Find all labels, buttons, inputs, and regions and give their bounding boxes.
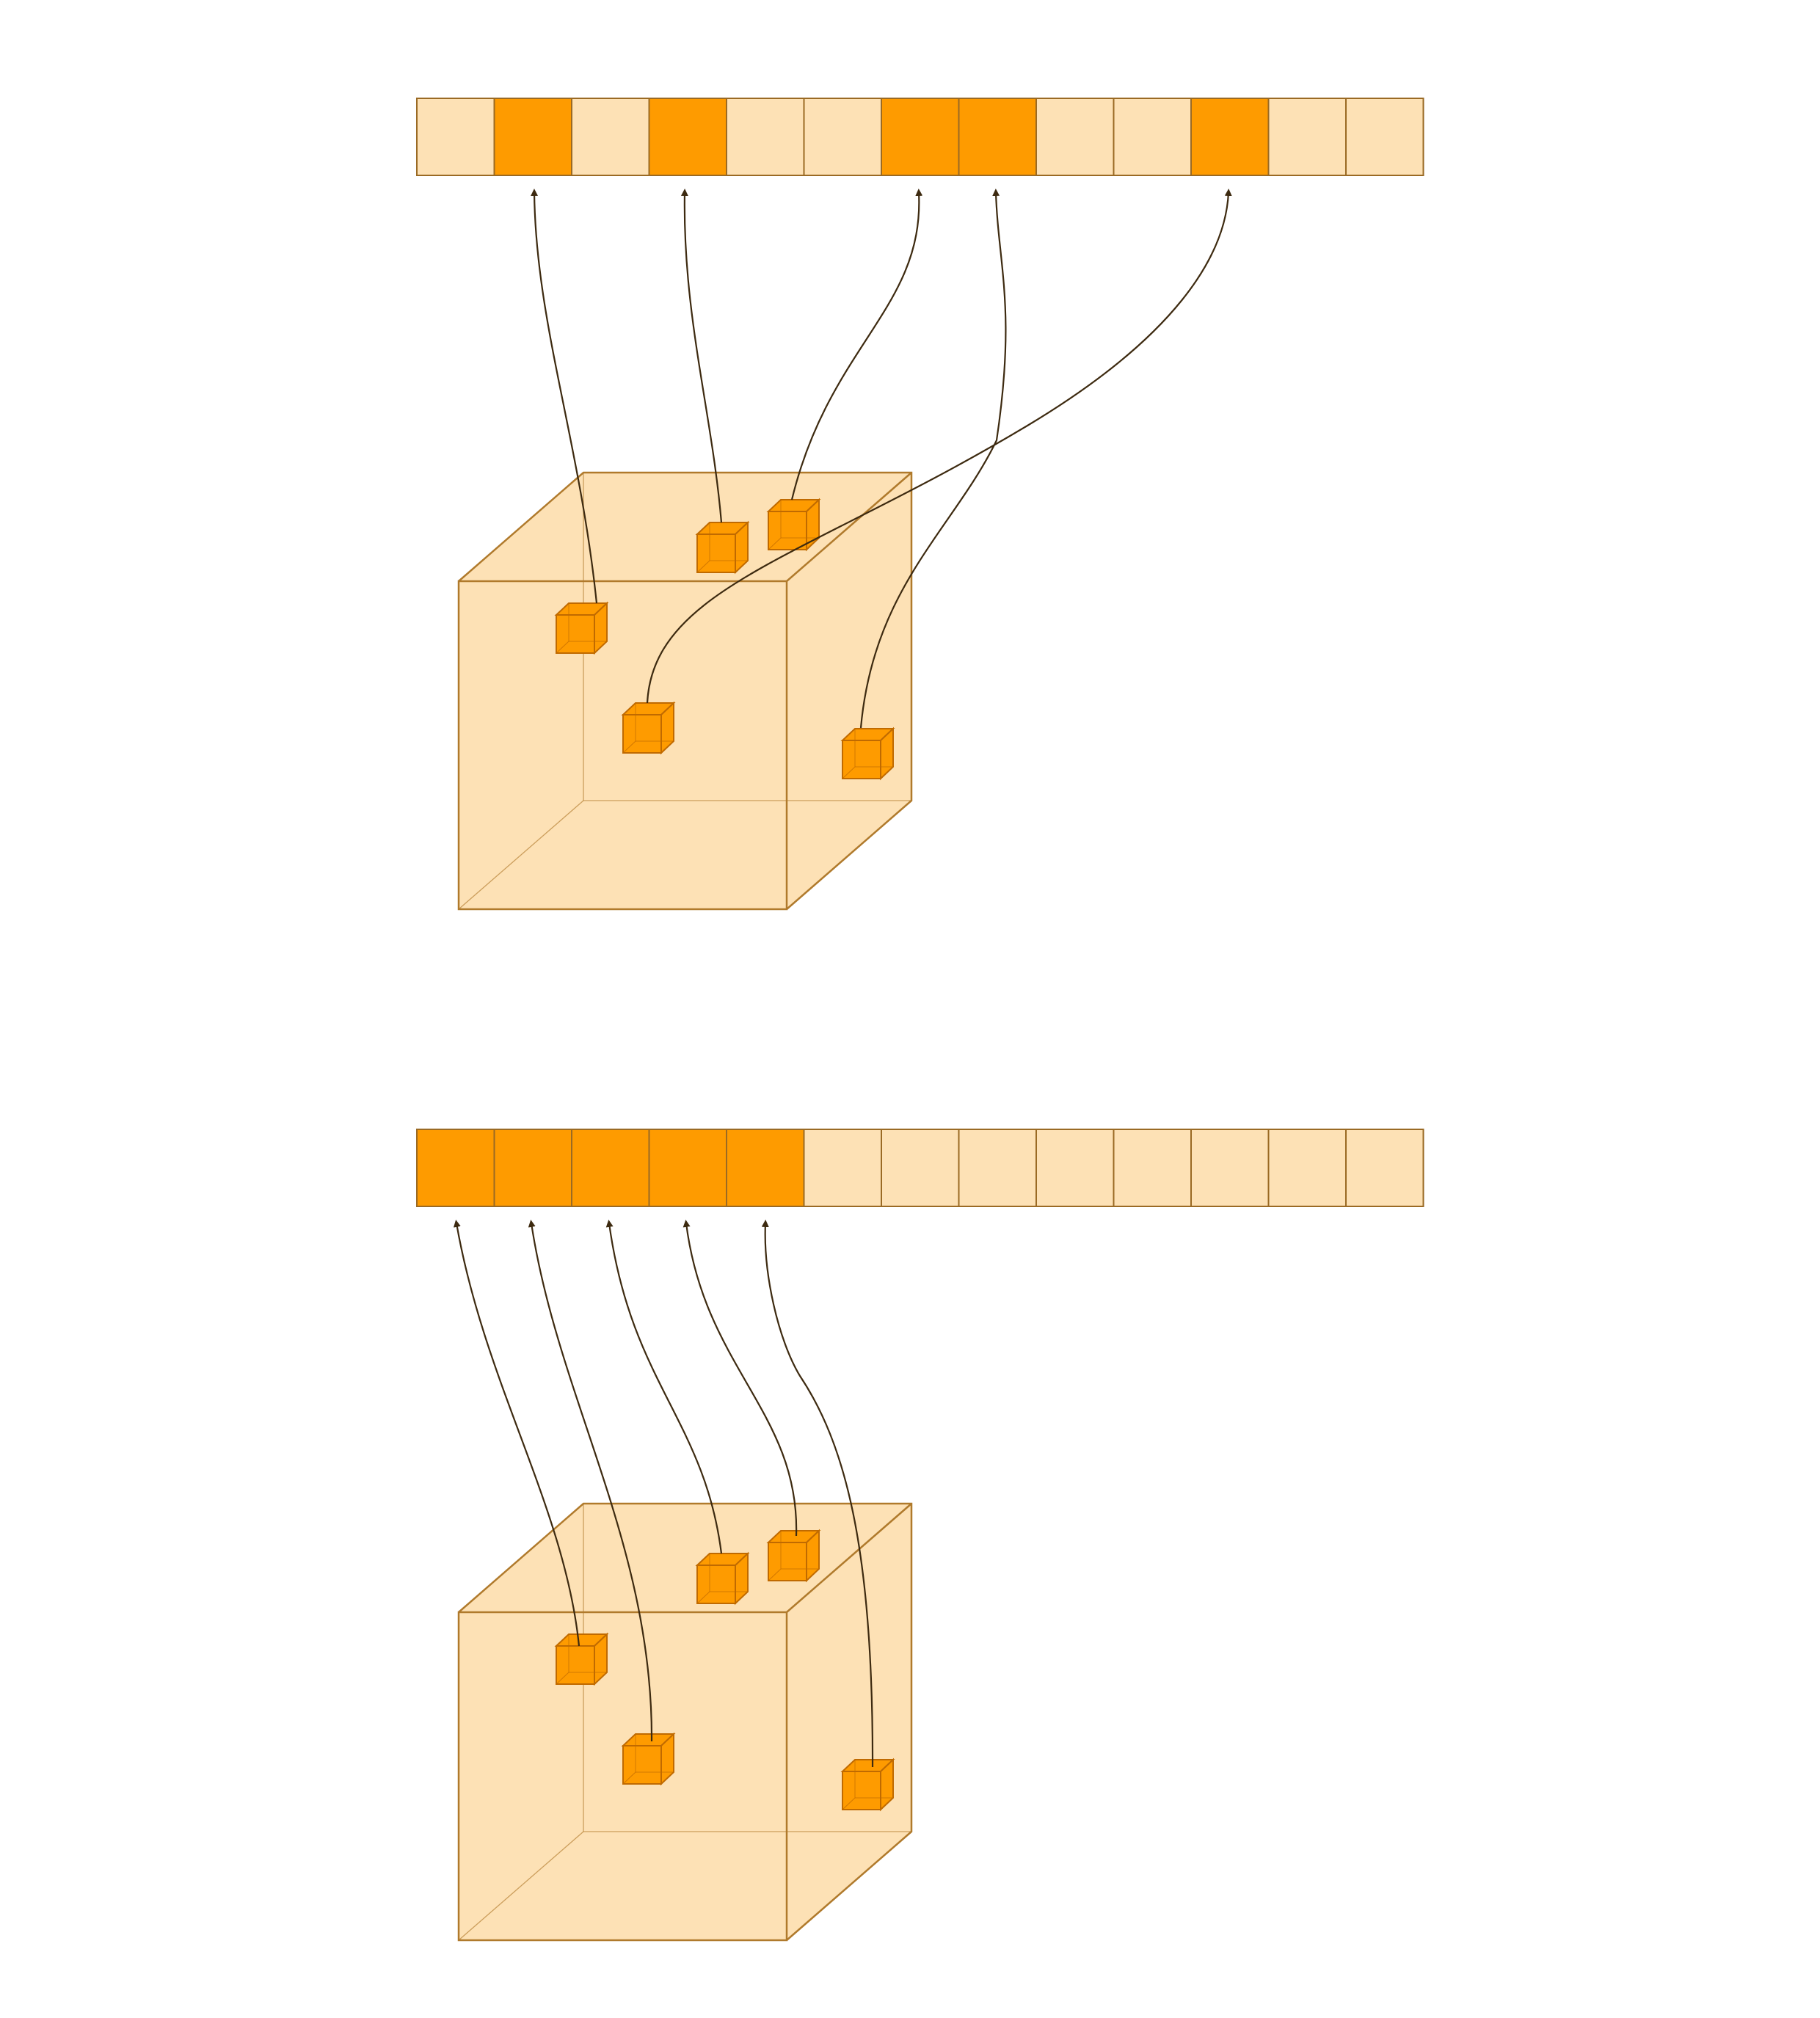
array-cell-empty: [803, 98, 882, 176]
voxel-cube: [766, 498, 821, 552]
panel-scattered: [416, 98, 1424, 911]
array-cell-empty: [1035, 1129, 1115, 1207]
array-cell-filled: [648, 1129, 727, 1207]
voxel-hidden-edge: [696, 560, 710, 573]
voxel-hidden-edge: [842, 1797, 856, 1810]
voxel-hidden-edge: [556, 1672, 569, 1685]
voxel-front: [842, 1771, 881, 1810]
array-cell-filled: [493, 1129, 572, 1207]
voxel-hidden-edge: [622, 740, 636, 754]
array-cell-empty: [1267, 98, 1347, 176]
cube-hidden-edge: [458, 800, 584, 910]
voxel-hidden-edge: [768, 537, 782, 550]
panel-packed: [416, 1129, 1424, 1942]
mapping-arrow: [682, 1220, 798, 1537]
cube-front-outline: [457, 580, 788, 911]
array-cell-empty: [1190, 1129, 1270, 1207]
voxel-cube: [840, 1757, 895, 1812]
voxel-cube: [554, 601, 609, 655]
volume-cube: [457, 471, 913, 911]
voxel-cube: [695, 520, 750, 575]
array-cell-filled: [958, 98, 1037, 176]
array-cell-filled: [1190, 98, 1270, 176]
mapping-arrow: [761, 1220, 874, 1768]
mapping-arrow: [453, 1220, 580, 1647]
memory-array: [416, 1129, 1424, 1207]
array-cell-filled: [648, 98, 727, 176]
voxel-cube: [621, 1732, 676, 1786]
mapping-arrow: [531, 189, 598, 604]
memory-array: [416, 98, 1424, 176]
voxel-front: [622, 1745, 662, 1785]
array-cell-empty: [1345, 98, 1424, 176]
cube-hidden-edge: [458, 1831, 584, 1941]
array-cell-empty: [1113, 98, 1192, 176]
voxel-hidden-edge: [556, 641, 569, 654]
mapping-arrow: [680, 189, 723, 523]
volume-cube: [457, 1502, 913, 1942]
cube-side-face: [787, 1504, 911, 1940]
array-cell-filled: [881, 98, 960, 176]
voxel-cube: [621, 701, 676, 755]
voxel-hidden-edge: [622, 1771, 636, 1785]
cube-front-outline: [457, 1611, 788, 1942]
array-cell-filled: [571, 1129, 650, 1207]
voxel-hidden-edge: [696, 1591, 710, 1604]
array-cell-empty: [1035, 98, 1115, 176]
array-cell-empty: [726, 98, 805, 176]
voxel-cube: [840, 726, 895, 781]
array-cell-empty: [803, 1129, 882, 1207]
cube-edge: [786, 472, 912, 582]
voxel-cube: [766, 1529, 821, 1583]
mapping-arrow: [790, 189, 923, 500]
mapping-arrow: [528, 1220, 653, 1742]
cube-side-face: [787, 473, 911, 909]
array-cell-filled: [416, 1129, 495, 1207]
mapping-arrow: [605, 1220, 723, 1554]
voxel-hidden-edge: [768, 1568, 782, 1581]
array-cell-empty: [1345, 1129, 1424, 1207]
cube-edge: [786, 1503, 912, 1613]
voxel-cube: [554, 1632, 609, 1686]
array-cell-empty: [1113, 1129, 1192, 1207]
array-cell-empty: [881, 1129, 960, 1207]
array-cell-empty: [1267, 1129, 1347, 1207]
mapping-arrow: [646, 189, 1232, 704]
array-cell-empty: [571, 98, 650, 176]
array-cell-filled: [493, 98, 572, 176]
array-cell-filled: [726, 1129, 805, 1207]
array-cell-empty: [958, 1129, 1037, 1207]
voxel-hidden-edge: [842, 766, 856, 779]
array-cell-empty: [416, 98, 495, 176]
voxel-cube: [695, 1551, 750, 1606]
